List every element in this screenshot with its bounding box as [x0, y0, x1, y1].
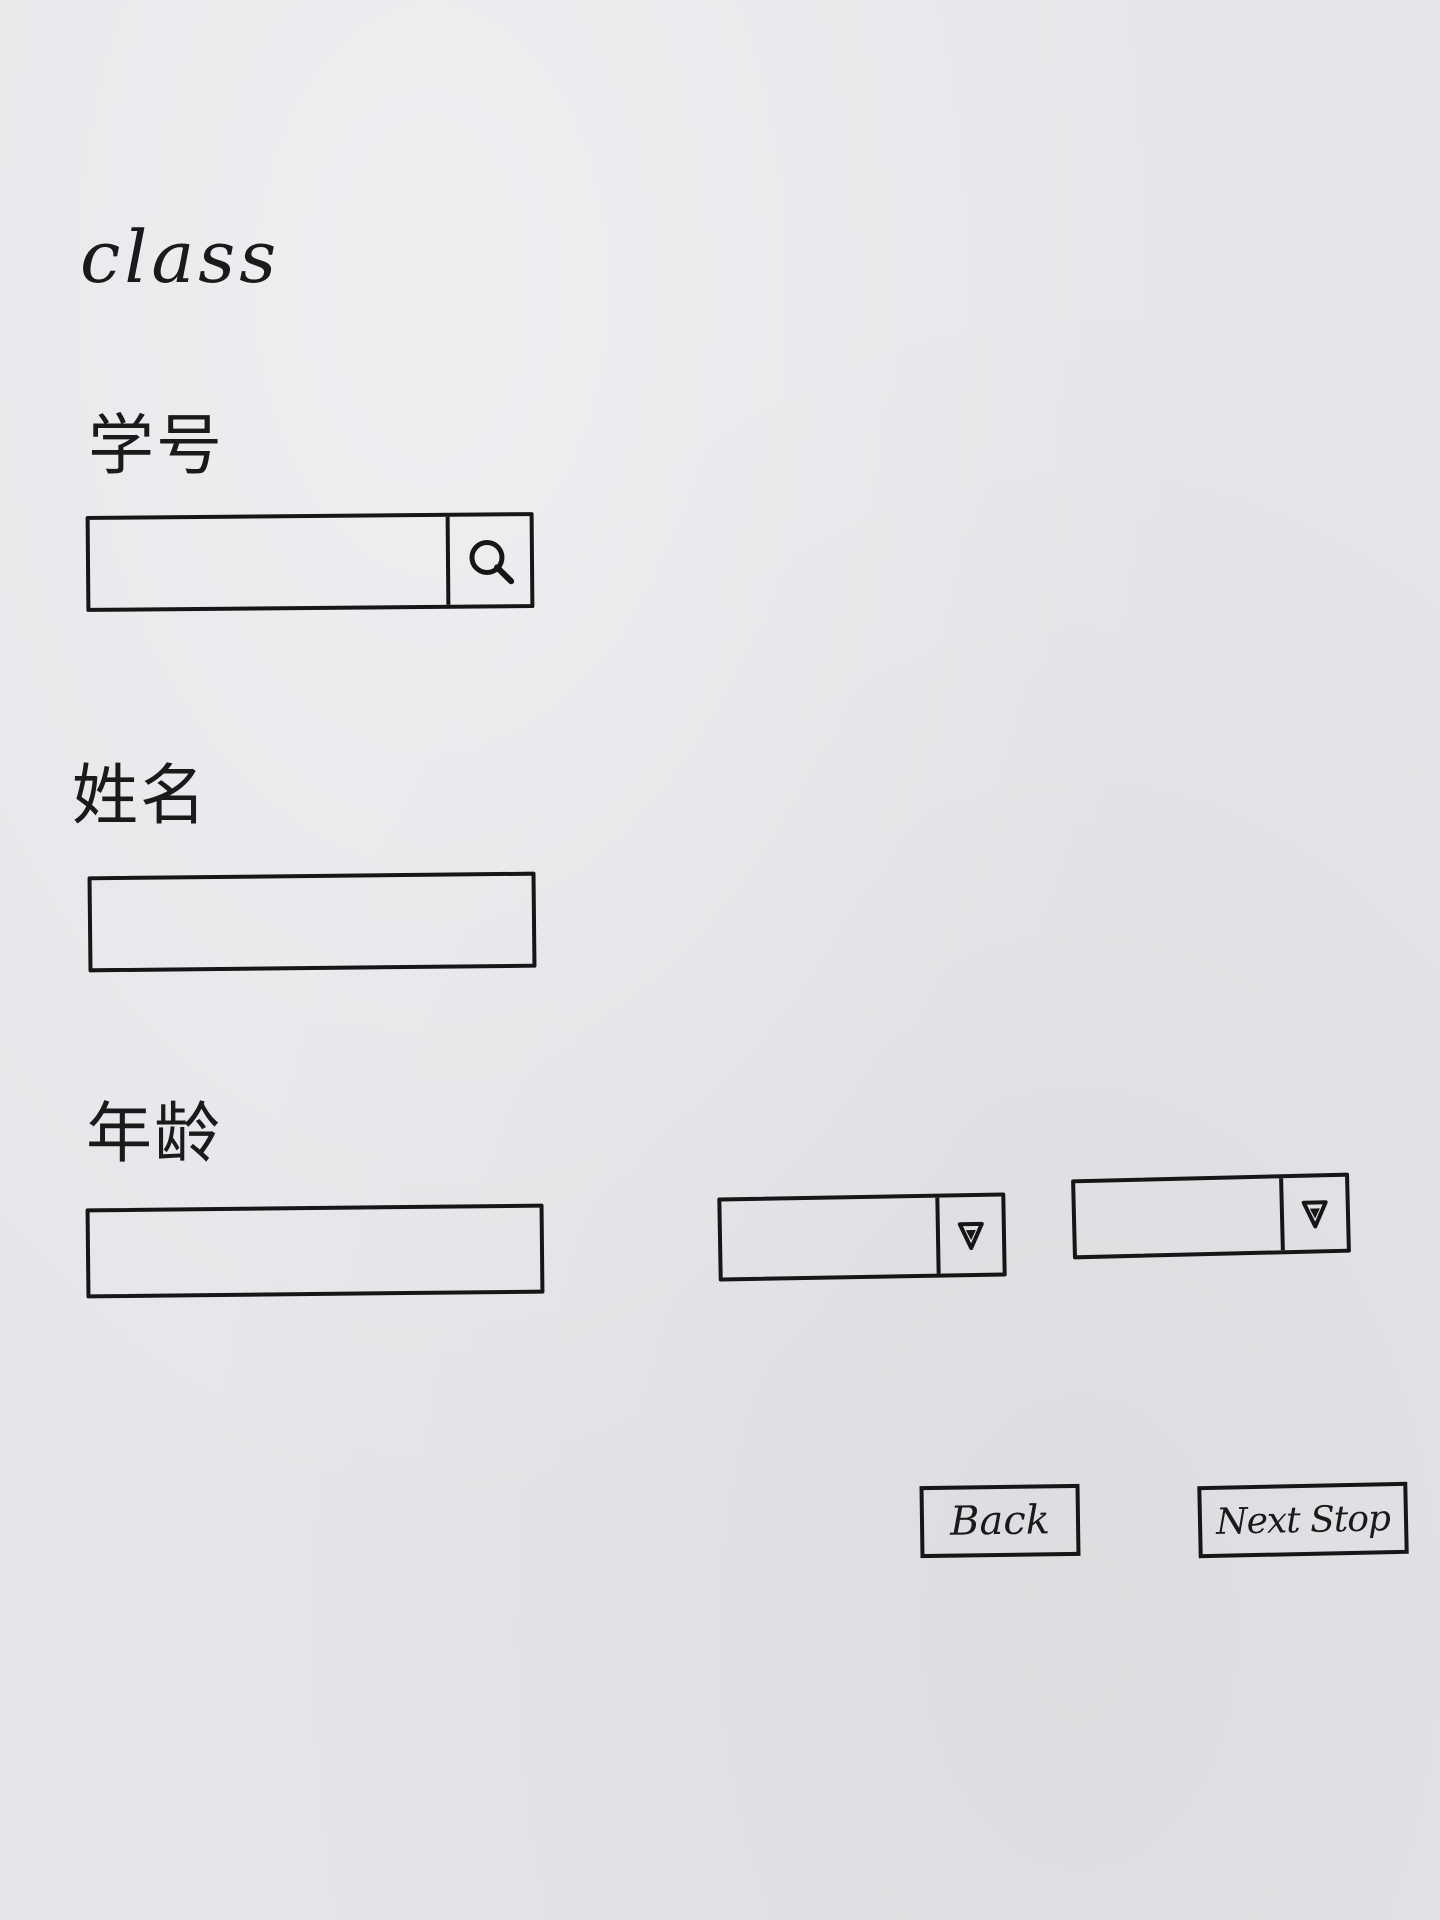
page-title: class — [80, 215, 281, 299]
dropdown-select-2-toggle[interactable] — [1279, 1176, 1347, 1251]
name-label: 姓名 — [72, 757, 208, 834]
back-button[interactable]: Back — [919, 1483, 1081, 1559]
name-input[interactable] — [87, 871, 537, 973]
student-id-search-field — [85, 512, 535, 612]
age-input[interactable] — [85, 1203, 545, 1299]
dropdown-select-2[interactable] — [1071, 1172, 1351, 1260]
dropdown-select-1[interactable] — [717, 1192, 1007, 1282]
search-button[interactable] — [445, 516, 531, 605]
dropdown-select-1-value — [721, 1198, 936, 1278]
age-label: 年龄 — [86, 1095, 222, 1172]
dropdown-triangle-icon — [1301, 1200, 1328, 1229]
student-id-input[interactable] — [90, 517, 447, 608]
next-stop-button-label: Next Stop — [1215, 1497, 1391, 1543]
next-stop-button[interactable]: Next Stop — [1197, 1481, 1409, 1559]
dropdown-triangle-icon — [957, 1221, 984, 1251]
student-id-label: 学号 — [88, 407, 224, 484]
back-button-label: Back — [949, 1497, 1051, 1545]
dropdown-select-2-value — [1075, 1178, 1281, 1255]
dropdown-select-1-toggle[interactable] — [935, 1196, 1003, 1274]
search-icon — [469, 539, 515, 585]
